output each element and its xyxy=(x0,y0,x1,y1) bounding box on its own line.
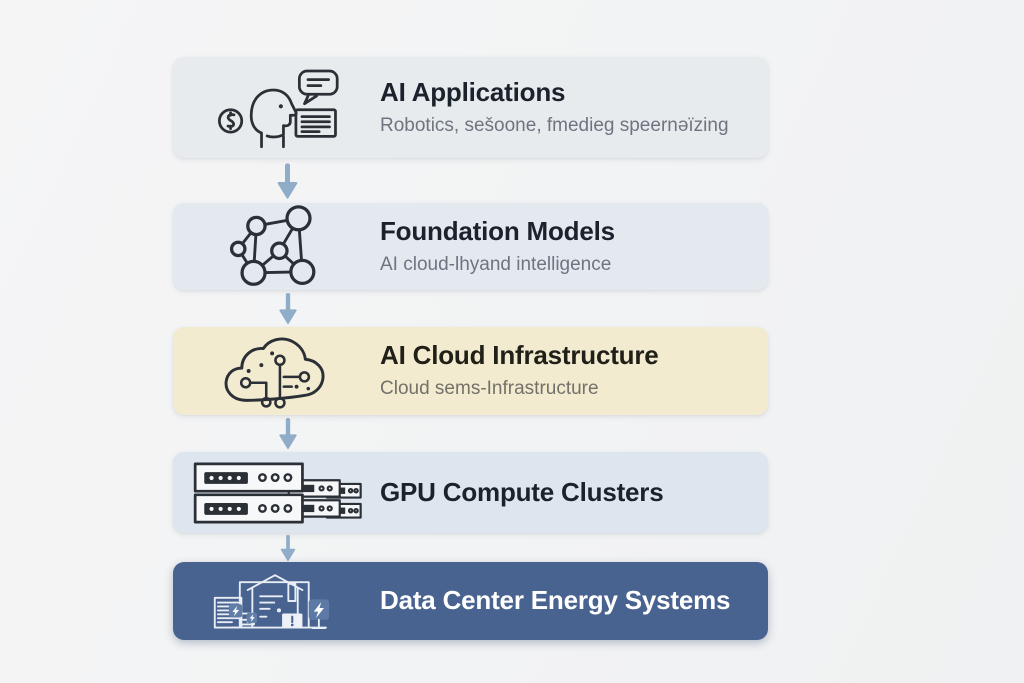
layer-title: Foundation Models xyxy=(380,215,615,246)
layer-foundation-models: Foundation Models AI cloud-lhyand intell… xyxy=(173,203,768,290)
layer-subtitle: AI cloud-lhyand intelligence xyxy=(380,253,612,275)
profile-chat-icon xyxy=(173,65,380,151)
layer-title: AI Applications xyxy=(380,76,566,107)
layer-ai-cloud-infrastructure: AI Cloud Infrastructure Cloud sems-Infra… xyxy=(173,327,768,415)
energy-building-icon xyxy=(173,565,380,637)
down-arrow-icon xyxy=(274,293,301,324)
layer-subtitle: Robotics, sešoone, fmedieg speernəïzing xyxy=(380,114,729,136)
server-rack-icon xyxy=(173,453,380,533)
layer-ai-applications: AI Applications Robotics, sešoone, fmedi… xyxy=(173,57,768,158)
layer-subtitle: Cloud sems-Infrastructure xyxy=(380,378,599,400)
down-arrow-icon xyxy=(274,418,301,449)
layer-data-center-energy-systems: Data Center Energy Systems xyxy=(173,562,768,640)
layer-gpu-compute-clusters: GPU Compute Clusters xyxy=(173,452,768,533)
cloud-circuit-icon xyxy=(173,326,380,416)
network-graph-icon xyxy=(173,203,380,291)
layer-title: AI Cloud Infrastructure xyxy=(380,340,659,371)
layer-title: GPU Compute Clusters xyxy=(380,476,664,507)
layer-title: Data Center Energy Systems xyxy=(380,585,731,616)
down-arrow-icon xyxy=(274,163,301,199)
down-arrow-icon xyxy=(274,535,301,561)
